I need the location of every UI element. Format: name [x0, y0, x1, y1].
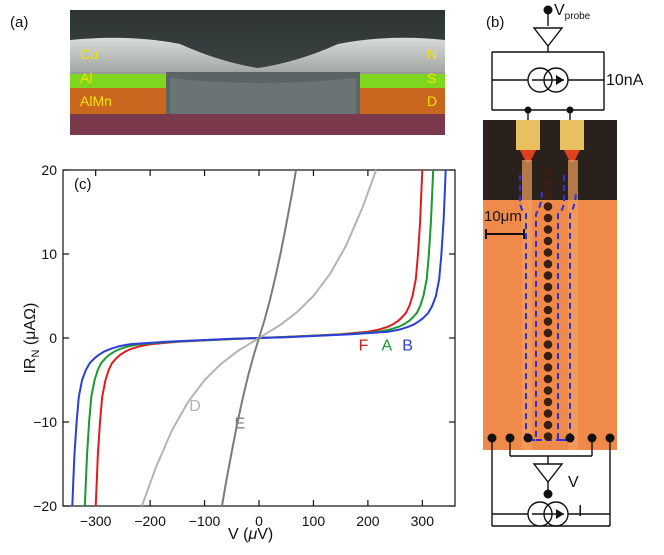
x-tick-label: 100	[302, 513, 326, 529]
series-e-line	[221, 169, 297, 507]
via-hole	[543, 397, 553, 407]
via-hole	[543, 202, 553, 211]
x-axis-title: V (μV)	[228, 526, 274, 543]
curve-label-b: B	[402, 338, 413, 355]
y-tick-label: −20	[33, 498, 57, 514]
via-hole	[543, 225, 553, 234]
via-hole	[543, 271, 553, 280]
via-hole	[543, 294, 553, 303]
via-hole	[543, 351, 553, 361]
layer-right-label-s: S	[427, 70, 437, 86]
via-hole	[543, 305, 553, 315]
y-tick-label: 20	[41, 162, 57, 178]
substrate	[70, 114, 445, 135]
x-tick-label: 200	[356, 513, 380, 529]
via-hole	[543, 363, 553, 372]
layer-al-left	[70, 74, 166, 88]
curve-label-e: E	[235, 416, 246, 433]
layer-right-label-d: D	[427, 93, 438, 109]
via-hole	[543, 374, 553, 384]
layer-al-right	[360, 74, 445, 88]
via-hole	[543, 420, 553, 430]
y-tick-label: 10	[41, 246, 57, 262]
x-tick-label: −200	[134, 513, 166, 529]
via-hole	[543, 248, 553, 257]
via-hole	[543, 236, 553, 246]
y-tick-label: 0	[49, 330, 57, 346]
scale-bar-label: 10μm	[484, 208, 522, 225]
via-hole	[543, 179, 553, 188]
x-tick-label: 0	[255, 513, 263, 529]
panel-c-label: (c)	[74, 176, 92, 193]
curve-label-a: A	[382, 338, 393, 355]
x-tick-label: −300	[80, 513, 112, 529]
via-hole	[543, 340, 553, 349]
probe-voltage-label: Vprobe	[554, 2, 591, 23]
probe-amplifier-icon	[532, 27, 564, 48]
voltmeter-label: V	[568, 474, 579, 491]
voltmeter-terminal	[543, 489, 553, 499]
source-current-label: 10nA	[606, 72, 644, 89]
via-hole	[543, 317, 553, 326]
layer-left-label-al: Al	[80, 70, 93, 86]
via-hole	[543, 190, 553, 200]
via-hole	[543, 167, 553, 177]
x-tick-label: −100	[189, 513, 221, 529]
via-hole	[543, 282, 553, 292]
probe-terminal	[543, 5, 553, 15]
layer-left-label-cu: Cu	[80, 46, 98, 62]
via-hole	[543, 213, 553, 223]
current-label: I	[578, 503, 583, 520]
via-hole	[543, 328, 553, 338]
layer-almn-right	[360, 88, 445, 114]
via-hole	[543, 259, 553, 269]
via-hole	[543, 409, 553, 418]
y-axis-title: IRN (μAΩ)	[21, 302, 43, 374]
y-tick-label: −10	[33, 414, 57, 430]
layer-right-label-n: N	[427, 46, 438, 62]
via-hole	[543, 386, 553, 395]
via-hole	[543, 432, 553, 441]
curve-label-f: F	[359, 338, 369, 355]
voltmeter-amplifier-icon	[532, 463, 564, 484]
circuit-diagram	[483, 5, 617, 527]
layer-almn-left	[70, 88, 166, 114]
device-micrograph	[483, 120, 617, 450]
x-tick-label: 300	[411, 513, 435, 529]
curve-label-d: D	[189, 398, 201, 415]
layer-left-label-almn: AlMn	[80, 93, 112, 109]
sem-image	[70, 10, 445, 135]
panel-b-label: (b)	[486, 14, 505, 31]
panel-a-label: (a)	[10, 14, 29, 31]
